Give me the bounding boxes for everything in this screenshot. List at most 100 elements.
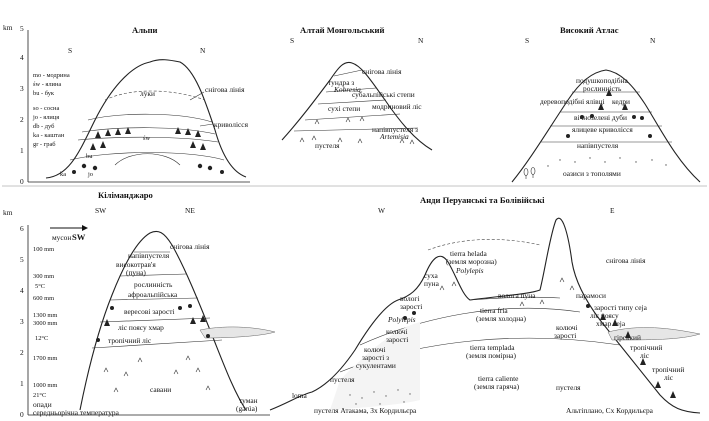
andes-label-tropical3: тропічний [652, 365, 684, 374]
andes-zone-line [469, 296, 561, 301]
altai-label-larch: модриновий ліс [372, 102, 422, 111]
altai-label-desert: пустеля [315, 141, 340, 150]
legend-item: so - сосна [33, 105, 59, 112]
andes-label-paramos: парамоси [576, 291, 606, 300]
andes-label-ceja3: хмар сеја [596, 319, 626, 328]
andes-label-templada-ua: (земля помірна) [466, 351, 516, 360]
andes-label-thornyright1: колючі [556, 323, 578, 332]
atlas-dots [547, 157, 667, 167]
alps-ticks: 0 1 2 3 4 5 [20, 24, 24, 186]
andes-label-drypuna2: пуна [424, 279, 440, 288]
andes-label-caliente-ua: (земля гаряча) [474, 382, 520, 391]
kili-label-heath: вересові зарості [124, 307, 175, 316]
legend-item: ka - каштан [33, 132, 65, 139]
andes-label-wetpuna: волога пуна [498, 291, 536, 300]
tick-label: 4 [20, 53, 24, 62]
legend-item: gr - граб [33, 141, 56, 148]
andes-cloud [607, 327, 701, 341]
atlas-dir-left: S [525, 36, 529, 45]
andes-label-desertright: пустеля [556, 383, 581, 392]
alps-label-luky: луки [140, 89, 155, 98]
tick-label: 5 [20, 255, 24, 264]
andes-label-fria: tierra fria [480, 306, 508, 315]
alps-zone-line [69, 152, 225, 161]
atlas-label-oak: вічнозелені дуби [574, 113, 627, 122]
atlas-label-semidesert: напівпустеля [577, 141, 619, 150]
kili-profile [79, 230, 247, 411]
alps-profile [45, 59, 247, 179]
andes-label-atacama: пустеля Атакама, Зх Кордильєра [314, 406, 417, 415]
alps-label-krumm: криволісся [214, 120, 249, 129]
altai-zone-line [333, 69, 363, 77]
alps-title: Альпи [132, 25, 158, 35]
kili-label-tropical: тропічний ліс [108, 336, 152, 345]
kili-cloud [199, 326, 276, 339]
tick-label: 1 [20, 146, 24, 155]
altai-panel: Алтай Монгольський S N снігова лінія тун… [281, 25, 433, 151]
precip-label: 300 mm [33, 273, 54, 280]
tick-label: 6 [20, 224, 24, 233]
andes-label-templada: tierra templada [470, 343, 515, 352]
alps-zone-line [87, 113, 213, 123]
altai-label-snow: снігова лінія [362, 67, 402, 76]
altai-profile [281, 61, 433, 151]
kili-label-cloudbelt: ліс поясу хмар [118, 323, 164, 332]
kili-temps: 5°C 12°C 21°C [33, 283, 48, 399]
legend-item: jo - ялиця [32, 114, 59, 121]
kili-dir-right: NE [185, 206, 195, 215]
atlas-poplar-symbols [523, 167, 536, 179]
alps-mark-ka: ka [60, 171, 66, 178]
altai-zone-line [317, 99, 387, 105]
andes-label-wet1: вологі [400, 294, 420, 303]
andes-desert-fill [330, 322, 420, 410]
tick-label: 3 [20, 84, 24, 93]
tick-label: 2 [20, 348, 24, 357]
precip-label: 600 mm [33, 295, 54, 302]
andes-label-thorny1: колючі [386, 327, 408, 336]
kili-label-highgrass1: високотрав'я [116, 260, 156, 269]
kili-note-temp: середньорічна температура [33, 408, 120, 417]
andes-label-drypuna1: суха [424, 271, 438, 280]
andes-label-tropical1: тропічний [630, 343, 662, 352]
andes-label-ceja1: зарості типу сеја [594, 303, 648, 312]
alps-axis-unit: km [3, 23, 13, 32]
alps-label-snow: снігова лінія [205, 85, 245, 94]
precip-label: 3000 mm [33, 320, 57, 327]
andes-label-caliente: tierra caliente [478, 374, 519, 383]
andes-tree-symbols [403, 304, 676, 398]
andes-label-thorny2: зарості [386, 335, 408, 344]
legend-item: mo - модрина [33, 72, 70, 79]
alps-leader [199, 123, 214, 127]
kili-label-highgrass2: (пуна) [126, 268, 146, 277]
kili-tree-symbols [96, 304, 210, 342]
legend-item: db - дуб [33, 123, 55, 130]
kili-label-afroalp: афроальпійська [128, 290, 178, 299]
temp-label: 5°C [35, 283, 45, 290]
tick-label: 2 [20, 115, 24, 124]
atlas-label-cedar: кедри [612, 97, 630, 106]
andes-label-wet2: зарості [400, 302, 422, 311]
kili-label-snow: снігова лінія [170, 242, 210, 251]
alps-panel: km 0 1 2 3 4 5 Альпи S N mo - модрина św… [3, 23, 250, 186]
legend-item: bu - бук [33, 90, 55, 97]
altai-title: Алтай Монгольський [300, 25, 384, 35]
andes-puna-symbols [439, 277, 575, 307]
andes-label-tropical4: ліс [664, 373, 674, 382]
altai-dir-right: N [418, 36, 424, 45]
andes-label-succ2: зарості з [362, 353, 389, 362]
altai-label-artemisia: Artemisia [379, 132, 409, 141]
kili-zone-line [109, 297, 199, 301]
alps-leader [189, 91, 205, 101]
tick-label: 4 [20, 286, 24, 295]
altai-label-subalp: субальпійські степи [352, 90, 415, 99]
andes-label-fria-ua: (земля холодна) [476, 314, 526, 323]
altai-label-kobresia: Kobresia [333, 85, 361, 94]
atlas-title: Високий Атлас [560, 25, 619, 35]
tick-label: 5 [20, 24, 24, 33]
andes-label-loma: loma [292, 391, 307, 400]
kili-precip: 100 mm 300 mm 600 mm 1300 mm 3000 mm 170… [33, 246, 57, 389]
andes-label-succ3: сукулентами [356, 361, 396, 370]
andes-label-polylepis-left: Polylepis [387, 315, 416, 324]
alps-mark-sw: św [143, 135, 150, 142]
